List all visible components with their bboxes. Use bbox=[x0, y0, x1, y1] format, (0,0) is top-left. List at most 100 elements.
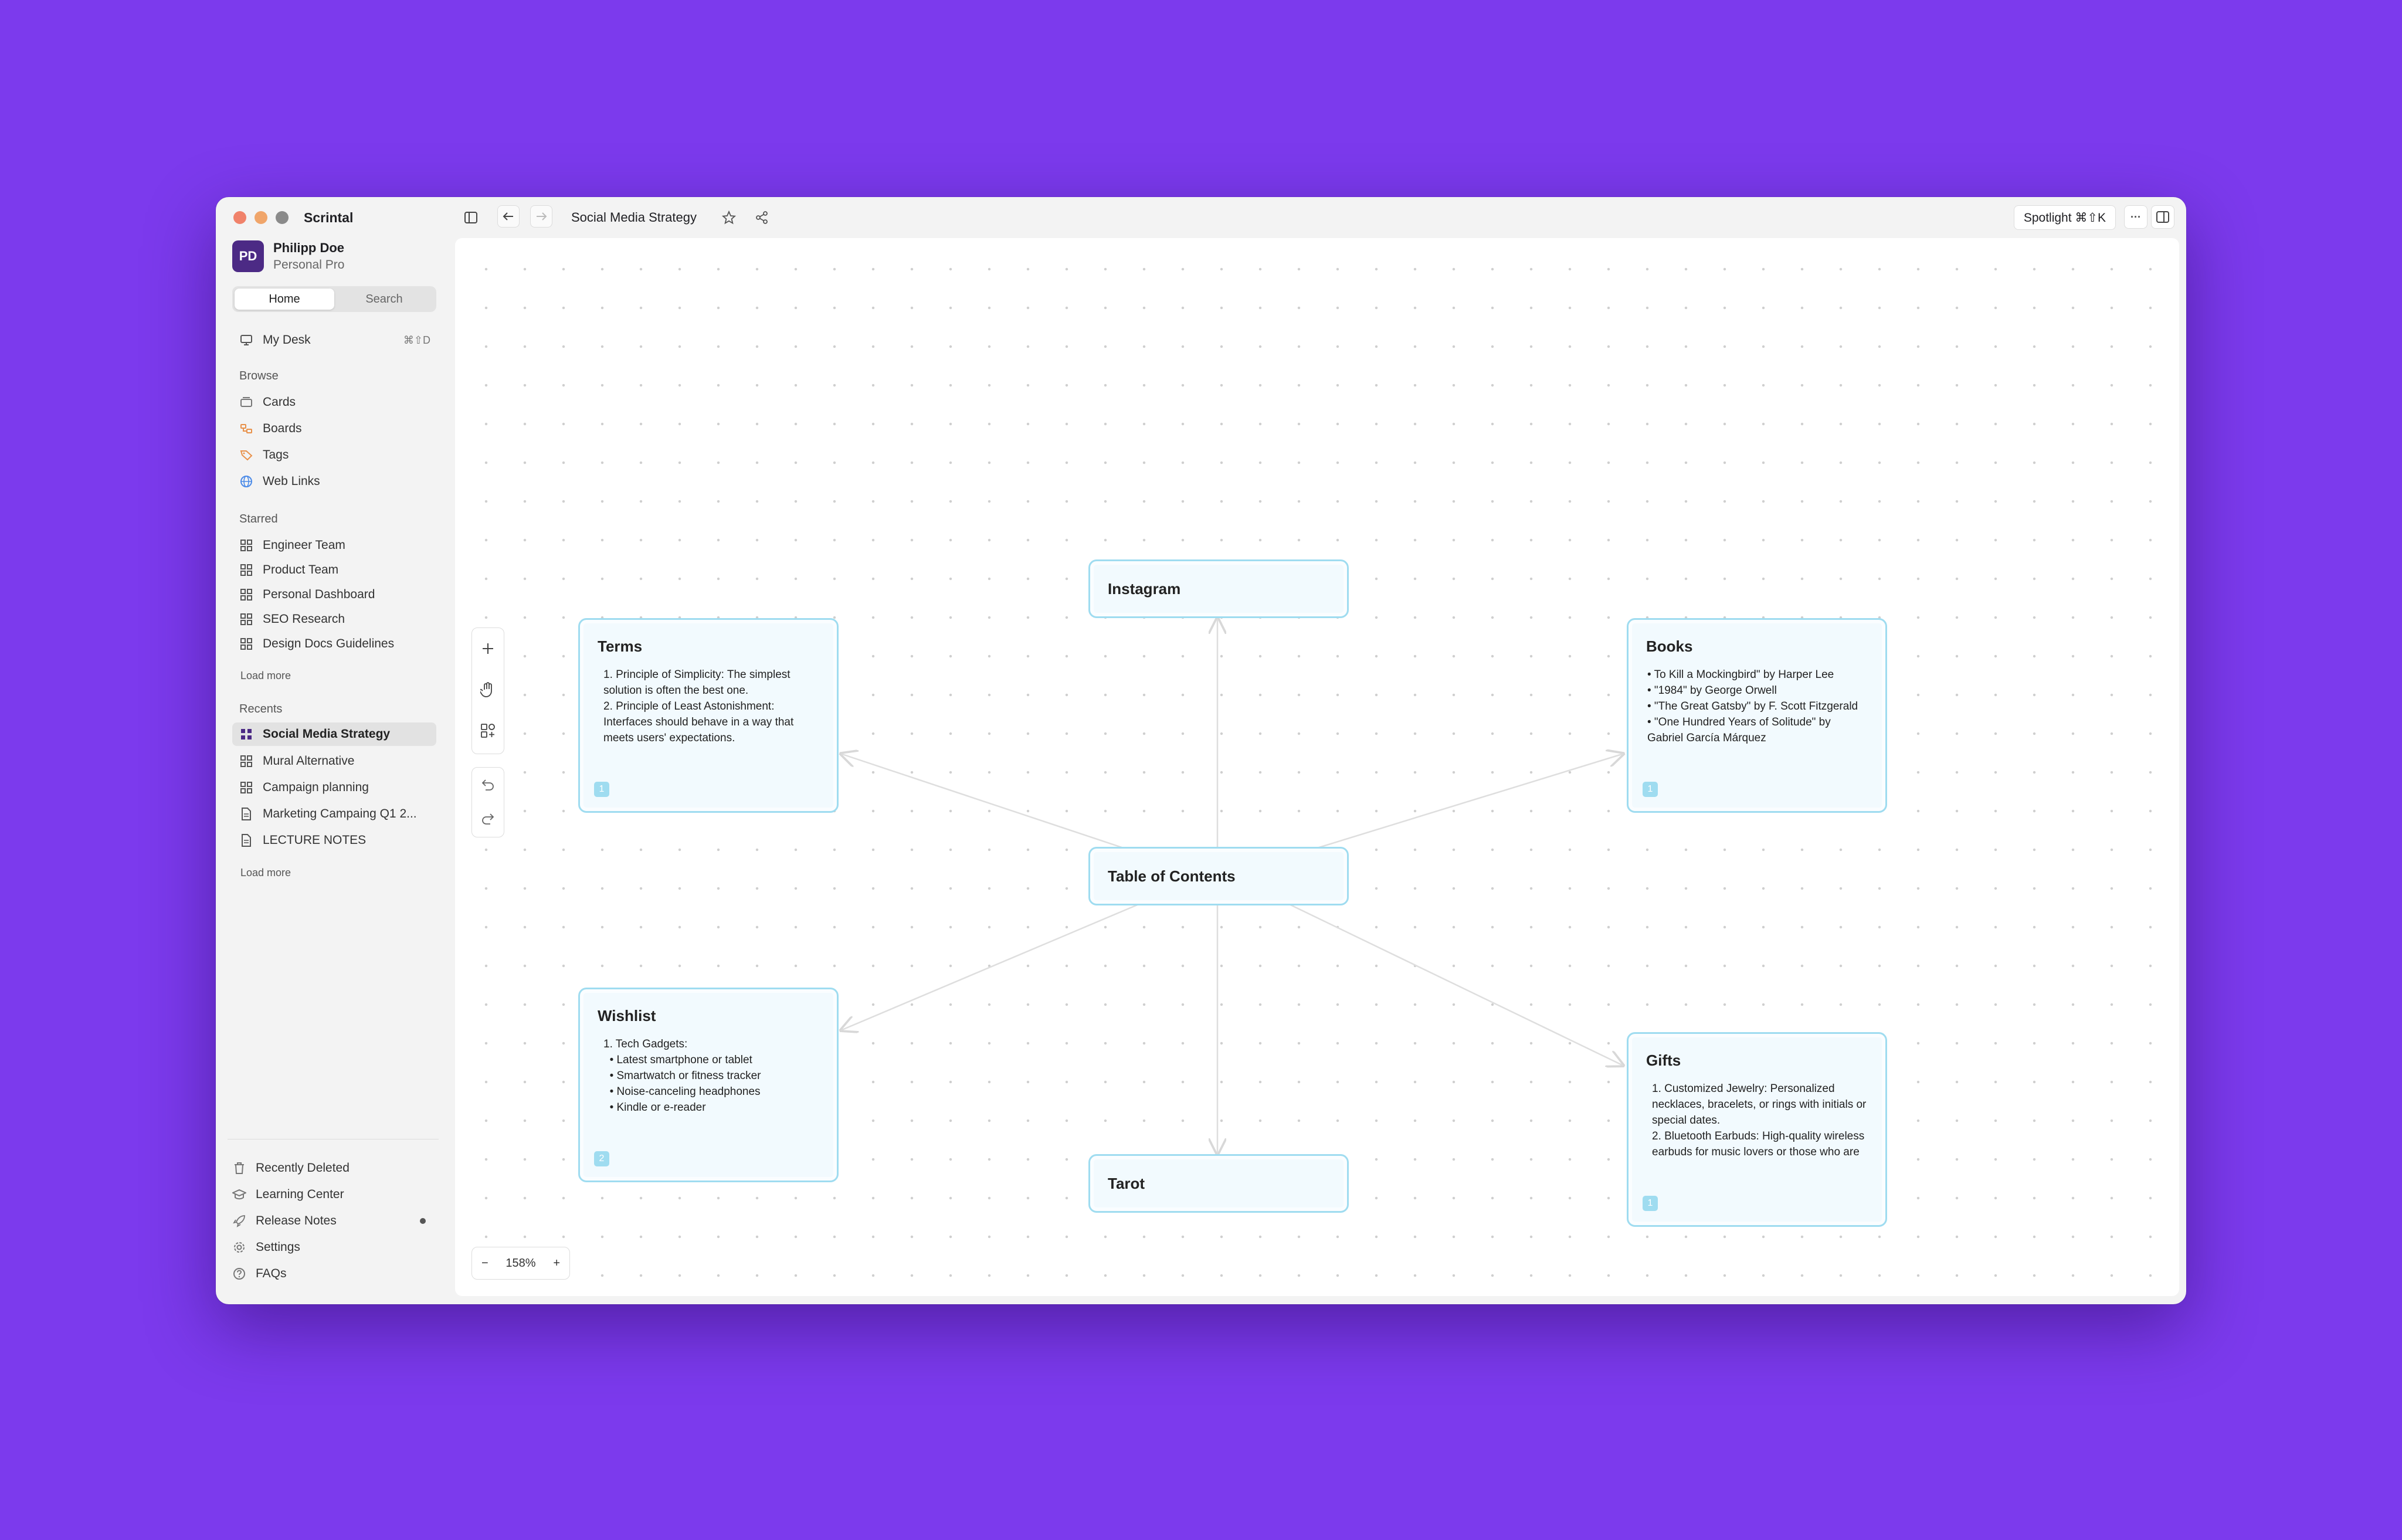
sidebar-item-label: FAQs bbox=[256, 1267, 287, 1280]
connection-lines bbox=[455, 238, 2179, 1296]
pan-tool[interactable] bbox=[472, 669, 504, 710]
avatar: PD bbox=[232, 240, 264, 272]
sidebar-item-design-docs[interactable]: Design Docs Guidelines bbox=[239, 632, 439, 656]
card-table-of-contents[interactable]: Table of Contents bbox=[1088, 847, 1349, 905]
history-controls bbox=[471, 767, 504, 837]
monitor-icon bbox=[239, 333, 253, 347]
globe-icon bbox=[239, 474, 253, 489]
minimize-window-button[interactable] bbox=[255, 211, 267, 224]
tab-search[interactable]: Search bbox=[365, 292, 403, 306]
page-title: Social Media Strategy bbox=[571, 210, 697, 225]
trash-icon bbox=[232, 1161, 246, 1175]
linked-cards-badge: 1 bbox=[1643, 1196, 1658, 1211]
card-wishlist[interactable]: Wishlist 1. Tech Gadgets: • Latest smart… bbox=[578, 988, 839, 1182]
sidebar-item-social-media-strategy[interactable]: Social Media Strategy bbox=[232, 722, 436, 746]
sidebar-item-label: Campaign planning bbox=[263, 781, 369, 794]
recents-load-more[interactable]: Load more bbox=[240, 867, 291, 878]
card-body: 1. Tech Gadgets: • Latest smartphone or … bbox=[603, 1038, 761, 1118]
board-grid-icon bbox=[239, 754, 253, 768]
sidebar-item-product-team[interactable]: Product Team bbox=[239, 558, 439, 582]
arrow-left-icon bbox=[503, 212, 513, 221]
card-title: Gifts bbox=[1646, 1051, 1681, 1069]
close-window-button[interactable] bbox=[233, 211, 246, 224]
maximize-window-button[interactable] bbox=[276, 211, 289, 224]
sidebar: PD Philipp Doe Personal Pro Home Search … bbox=[216, 232, 445, 1304]
link-toc-terms bbox=[842, 754, 1124, 849]
sidebar-item-tags[interactable]: Tags bbox=[239, 443, 439, 467]
sidebar-item-label: Release Notes bbox=[256, 1214, 337, 1227]
undo-button[interactable] bbox=[472, 768, 504, 802]
redo-icon bbox=[482, 813, 494, 825]
sidebar-item-my-desk[interactable]: My Desk ⌘⇧D bbox=[239, 328, 439, 352]
more-options-button[interactable]: ··· bbox=[2124, 205, 2147, 229]
sidebar-item-label: Web Links bbox=[263, 474, 320, 488]
card-books[interactable]: Books • To Kill a Mockingbird" by Harper… bbox=[1627, 618, 1887, 813]
card-title: Terms bbox=[598, 637, 643, 655]
sidebar-item-label: Design Docs Guidelines bbox=[263, 637, 395, 650]
add-shapes-icon bbox=[481, 724, 495, 738]
card-title: Instagram bbox=[1108, 580, 1181, 598]
linked-cards-badge: 1 bbox=[594, 782, 609, 797]
redo-button[interactable] bbox=[472, 802, 504, 836]
cards-icon bbox=[239, 395, 253, 409]
share-icon[interactable] bbox=[753, 209, 771, 226]
sidebar-item-web-links[interactable]: Web Links bbox=[239, 470, 439, 493]
zoom-in-button[interactable]: + bbox=[553, 1256, 560, 1270]
sidebar-item-label: Recently Deleted bbox=[256, 1161, 350, 1175]
more-icon: ··· bbox=[2130, 211, 2141, 223]
plus-icon bbox=[483, 643, 493, 654]
sidebar-item-label: Product Team bbox=[263, 563, 339, 576]
zoom-control: − 158% + bbox=[471, 1247, 570, 1280]
card-instagram[interactable]: Instagram bbox=[1088, 559, 1349, 618]
link-toc-books bbox=[1317, 754, 1622, 849]
sidebar-item-campaign-planning[interactable]: Campaign planning bbox=[239, 776, 439, 799]
unread-dot bbox=[420, 1218, 426, 1224]
link-toc-gifts bbox=[1281, 900, 1622, 1065]
board-canvas[interactable]: Instagram Table of Contents Tarot Terms … bbox=[455, 238, 2179, 1296]
star-icon[interactable] bbox=[720, 209, 738, 226]
tab-home[interactable]: Home bbox=[235, 289, 334, 310]
toggle-sidebar-icon[interactable] bbox=[462, 209, 480, 226]
spotlight-button[interactable]: Spotlight ⌘⇧K bbox=[2013, 205, 2116, 230]
sidebar-item-cards[interactable]: Cards bbox=[239, 391, 439, 414]
sidebar-item-boards[interactable]: Boards bbox=[239, 417, 439, 440]
sidebar-item-personal-dashboard[interactable]: Personal Dashboard bbox=[239, 583, 439, 606]
sidebar-item-mural-alternative[interactable]: Mural Alternative bbox=[239, 749, 439, 773]
sidebar-item-engineer-team[interactable]: Engineer Team bbox=[239, 534, 439, 557]
sidebar-item-label: LECTURE NOTES bbox=[263, 833, 367, 847]
document-icon bbox=[239, 833, 253, 847]
forward-button[interactable] bbox=[530, 205, 552, 228]
card-tarot[interactable]: Tarot bbox=[1088, 1154, 1349, 1213]
card-terms[interactable]: Terms 1. Principle of Simplicity: The si… bbox=[578, 618, 839, 813]
back-button[interactable] bbox=[497, 205, 520, 228]
starred-load-more[interactable]: Load more bbox=[240, 670, 291, 681]
sidebar-item-learning-center[interactable]: Learning Center bbox=[232, 1183, 432, 1206]
rocket-icon bbox=[232, 1214, 246, 1228]
sidebar-item-label: Personal Dashboard bbox=[263, 588, 375, 601]
sidebar-item-label: Learning Center bbox=[256, 1188, 344, 1201]
add-widget-tool[interactable] bbox=[472, 710, 504, 751]
card-title: Table of Contents bbox=[1108, 867, 1236, 885]
sidebar-item-label: Settings bbox=[256, 1240, 300, 1254]
sidebar-item-label: My Desk bbox=[263, 333, 311, 347]
card-body: 1. Customized Jewelry: Personalized neck… bbox=[1652, 1083, 1867, 1163]
board-grid-icon bbox=[239, 612, 253, 626]
sidebar-item-settings[interactable]: Settings bbox=[232, 1236, 432, 1259]
profile-plan: Personal Pro bbox=[273, 258, 345, 272]
board-grid-icon bbox=[239, 781, 253, 795]
sidebar-item-release-notes[interactable]: Release Notes bbox=[232, 1209, 432, 1233]
add-card-tool[interactable] bbox=[472, 628, 504, 669]
sidebar-item-lecture-notes[interactable]: LECTURE NOTES bbox=[239, 829, 439, 852]
app-name: Scrintal bbox=[304, 210, 354, 225]
sidebar-item-seo-research[interactable]: SEO Research bbox=[239, 608, 439, 631]
toggle-right-panel-button[interactable] bbox=[2151, 205, 2174, 229]
card-title: Tarot bbox=[1108, 1175, 1145, 1192]
profile[interactable]: PD Philipp Doe Personal Pro bbox=[232, 240, 344, 272]
sidebar-item-recently-deleted[interactable]: Recently Deleted bbox=[232, 1156, 432, 1180]
home-search-toggle: Home Search bbox=[232, 286, 436, 312]
section-starred: Starred bbox=[239, 513, 278, 525]
sidebar-item-faqs[interactable]: FAQs bbox=[232, 1262, 432, 1285]
card-gifts[interactable]: Gifts 1. Customized Jewelry: Personalize… bbox=[1627, 1032, 1887, 1227]
zoom-out-button[interactable]: − bbox=[481, 1256, 488, 1270]
sidebar-item-marketing-campaign[interactable]: Marketing Campaing Q1 2... bbox=[239, 802, 439, 826]
